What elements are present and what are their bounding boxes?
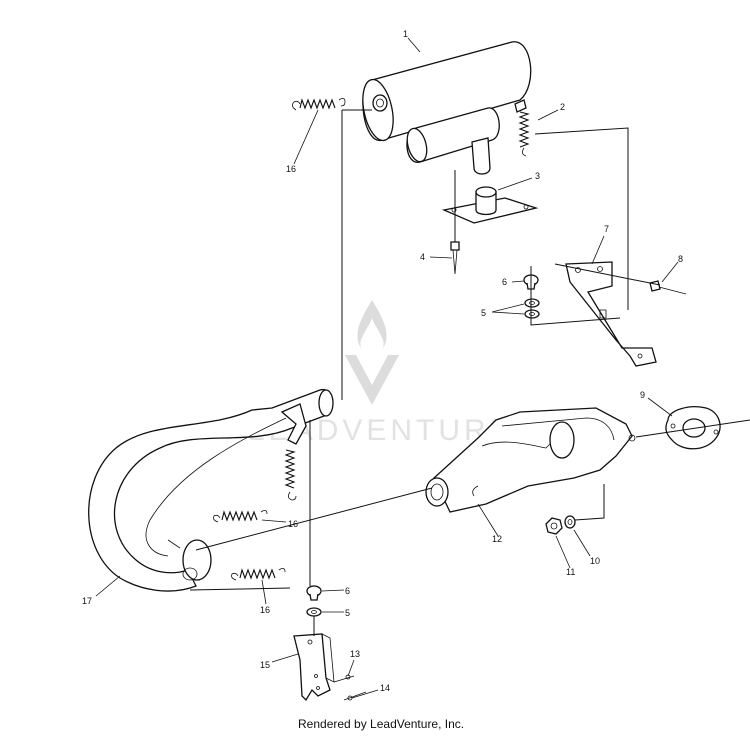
label-10: 10: [590, 556, 600, 566]
label-14: 14: [380, 683, 390, 693]
exhaust-manifold: [425, 407, 636, 513]
label-2: 2: [560, 102, 565, 112]
label-5b: 5: [345, 608, 350, 618]
gasket-plate: [441, 186, 539, 224]
flange-gasket: [665, 406, 721, 450]
label-16b: 16: [288, 519, 298, 529]
label-17: 17: [82, 596, 92, 606]
label-5a: 5: [481, 308, 486, 318]
label-1: 1: [403, 29, 408, 39]
bracket-15: [293, 633, 335, 702]
label-16a: 16: [286, 164, 296, 174]
label-8: 8: [678, 254, 683, 264]
screw-13: [333, 674, 355, 683]
stud-4: [450, 241, 460, 275]
assembly-lines: [189, 109, 750, 636]
callouts: 1 2 3 4 6 5 7 8 9 10 11 12 13 14 15 16: [82, 29, 683, 699]
y-pipe: [88, 389, 334, 592]
spring-16-middle: [213, 510, 268, 523]
label-3: 3: [535, 171, 540, 181]
muffler: [362, 41, 532, 175]
label-16c: 16: [260, 605, 270, 615]
washer-cap-lower: [306, 585, 322, 617]
screw-14: [343, 691, 367, 701]
label-13: 13: [350, 649, 360, 659]
label-15: 15: [260, 660, 270, 670]
label-9: 9: [640, 390, 645, 400]
washer-cap-upper: [523, 274, 540, 319]
label-6a: 6: [502, 277, 507, 287]
label-12: 12: [492, 534, 502, 544]
spring-16-vertical: [284, 449, 297, 501]
spring-16-top: [292, 98, 346, 111]
label-4: 4: [420, 252, 425, 262]
label-11: 11: [566, 567, 575, 577]
nut-washer: [545, 515, 576, 535]
spring-16-bottom: [231, 568, 286, 581]
spring-2: [518, 111, 530, 157]
bolt-8: [649, 280, 687, 295]
bracket-7: [565, 261, 657, 367]
credit-text: Rendered by LeadVenture, Inc.: [298, 717, 464, 731]
label-6b: 6: [345, 586, 350, 596]
label-7: 7: [604, 224, 609, 234]
